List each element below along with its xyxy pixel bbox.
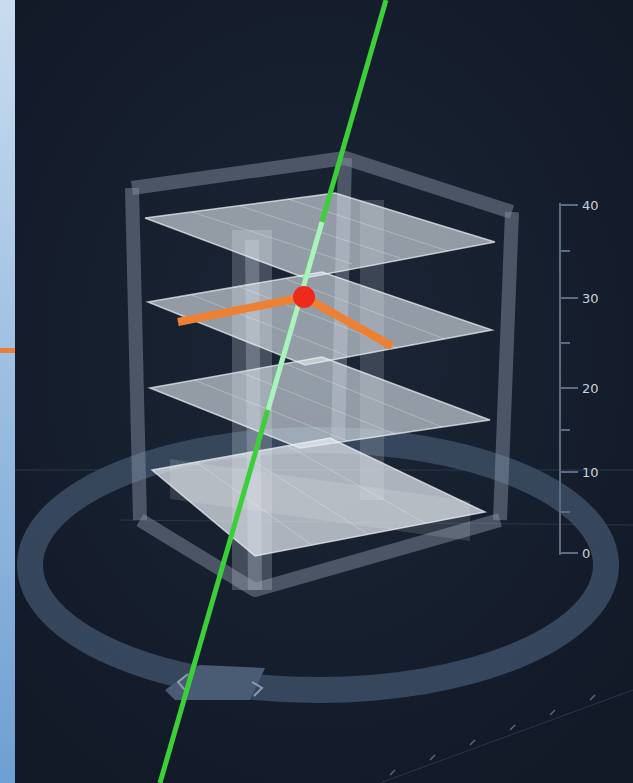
red-point xyxy=(293,286,315,308)
green-axis-line xyxy=(160,0,386,783)
floor-slab xyxy=(145,193,495,556)
axis-tick-label: 0 xyxy=(582,547,590,560)
orange-marker-lines xyxy=(178,297,392,346)
height-axis xyxy=(560,203,578,555)
bottom-axis-ticks xyxy=(390,695,595,775)
axis-tick-label: 40 xyxy=(582,199,599,212)
side-panel xyxy=(0,0,15,783)
axis-tick-label: 10 xyxy=(582,466,599,479)
axis-tick-label: 20 xyxy=(582,382,599,395)
orange-tick xyxy=(0,348,15,353)
ring-handle xyxy=(165,665,265,700)
axis-tick-label: 30 xyxy=(582,292,599,305)
building-frame xyxy=(132,158,512,590)
